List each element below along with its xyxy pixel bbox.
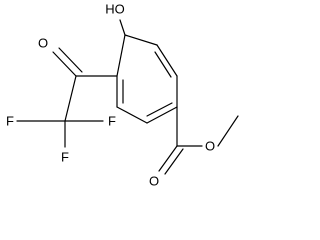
ring-inner-double-bond-2 [146, 102, 173, 117]
ester-oxygen-label: O [205, 139, 215, 154]
ring-bond-c4-c5 [146, 106, 178, 124]
ester-methyl-bond [217, 115, 239, 147]
ring-inner-double-bond-1 [154, 51, 172, 78]
fluorine-label-1: F [6, 114, 14, 129]
carbonyl-double-bond-a [52, 51, 77, 77]
fluorine-label-2: F [108, 114, 116, 129]
chemical-structure-diagram: HO O F F F O O [6, 2, 239, 189]
ester-carbonyl-oxygen-label: O [149, 174, 159, 189]
methyl-ester-group: O O [149, 106, 239, 189]
ketone-oxygen-label: O [38, 36, 48, 51]
hydroxyl-label: HO [105, 2, 125, 17]
ring-bond-c2-c3 [156, 44, 178, 77]
hydroxyl-group: HO [105, 2, 126, 36]
ring-bond-c5-c6 [116, 106, 148, 124]
carbonyl-double-bond-b [58, 47, 83, 73]
acyl-cf3-bond [64, 75, 77, 122]
ester-carbonyl-bond-b [164, 148, 184, 175]
ring-bond-c1-c2 [124, 34, 158, 46]
hydroxyl-bond [119, 19, 126, 36]
fluorine-label-3: F [61, 150, 69, 165]
benzene-ring [116, 34, 178, 124]
ring-bond-c1-top [116, 34, 126, 77]
trifluoroacetyl-group: O F F F [6, 36, 118, 165]
ester-carbonyl-bond-a [158, 145, 178, 172]
